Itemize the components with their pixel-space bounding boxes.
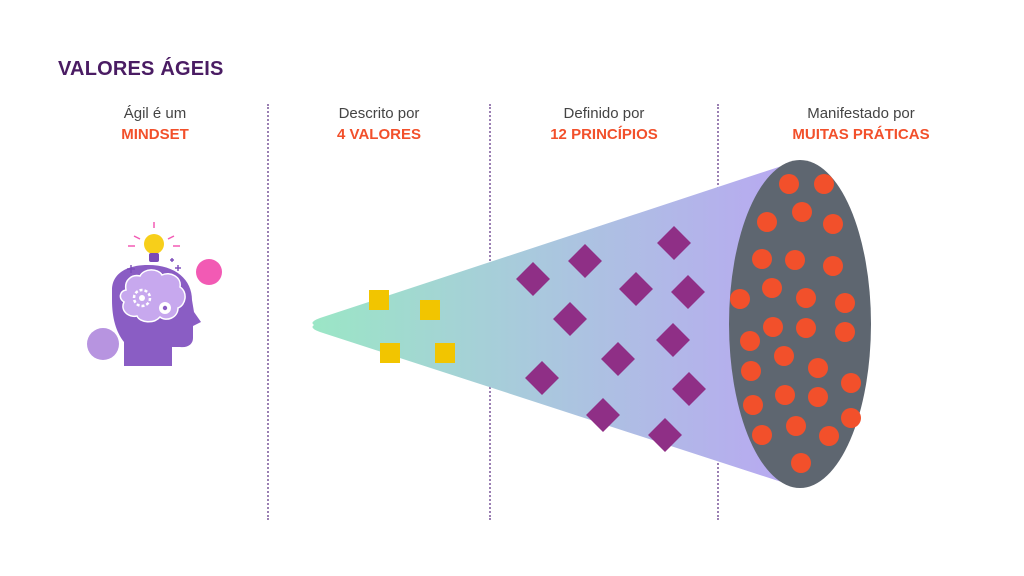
practice-dot: [819, 426, 839, 446]
column-top-text: Definido por: [563, 105, 645, 122]
practice-dot: [775, 385, 795, 405]
decorative-circle-pink: [196, 259, 222, 285]
practice-dot: [740, 331, 760, 351]
column-label-principles: Definido por 12 PRINCÍPIOS: [504, 105, 704, 143]
practice-dot: [835, 322, 855, 342]
practice-dot: [763, 317, 783, 337]
value-square: [369, 290, 389, 310]
column-top-text: Descrito por: [338, 105, 420, 122]
brain-icon: [119, 269, 186, 323]
practice-dot: [823, 214, 843, 234]
column-label-mindset: Ágil é um MINDSET: [55, 105, 255, 143]
practice-dot: [808, 358, 828, 378]
values-squares: [369, 290, 455, 363]
column-label-practices: Manifestado por MUITAS PRÁTICAS: [761, 105, 961, 143]
gear-icon: [139, 295, 145, 301]
practice-dot: [792, 202, 812, 222]
practice-dot: [808, 387, 828, 407]
value-square: [435, 343, 455, 363]
practice-dot: [796, 288, 816, 308]
practice-dot: [730, 289, 750, 309]
value-square: [420, 300, 440, 320]
column-label-values: Descrito por 4 VALORES: [279, 105, 479, 143]
column-emphasis-text: MINDSET: [121, 126, 189, 143]
practice-dot: [791, 453, 811, 473]
practice-dot: [823, 256, 843, 276]
head-with-gears-and-lightbulb-icon: [87, 222, 222, 366]
practice-dot: [814, 174, 834, 194]
practice-dot: [752, 249, 772, 269]
practice-dot: [786, 416, 806, 436]
practice-dot: [741, 361, 761, 381]
gear-icon: [162, 305, 168, 311]
practice-dot: [841, 373, 861, 393]
practice-dot: [785, 250, 805, 270]
practice-dot: [743, 395, 763, 415]
practice-dot: [762, 278, 782, 298]
column-top-text: Ágil é um: [123, 105, 187, 122]
practice-dot: [779, 174, 799, 194]
gear-icon: [132, 288, 152, 308]
lightbulb-icon: [144, 234, 164, 254]
lightbulb-base: [149, 253, 159, 262]
column-emphasis-text: 12 PRINCÍPIOS: [550, 126, 658, 143]
column-emphasis-text: 4 VALORES: [337, 126, 421, 143]
practice-dot: [757, 212, 777, 232]
practices-dots: [730, 174, 861, 473]
column-emphasis-text: MUITAS PRÁTICAS: [792, 126, 930, 143]
practice-dot: [796, 318, 816, 338]
page-title: VALORES ÁGEIS: [58, 58, 224, 80]
column-top-text: Manifestado por: [807, 105, 915, 122]
practice-dot: [835, 293, 855, 313]
sparkle-icons: [127, 258, 181, 273]
practice-dot: [752, 425, 772, 445]
practice-dot: [774, 346, 794, 366]
lightbulb-rays: [128, 222, 180, 247]
decorative-circle-lavender: [87, 328, 119, 360]
value-square: [380, 343, 400, 363]
practice-dot: [841, 408, 861, 428]
column-divider: [267, 104, 269, 520]
cone-shape: [312, 160, 800, 488]
